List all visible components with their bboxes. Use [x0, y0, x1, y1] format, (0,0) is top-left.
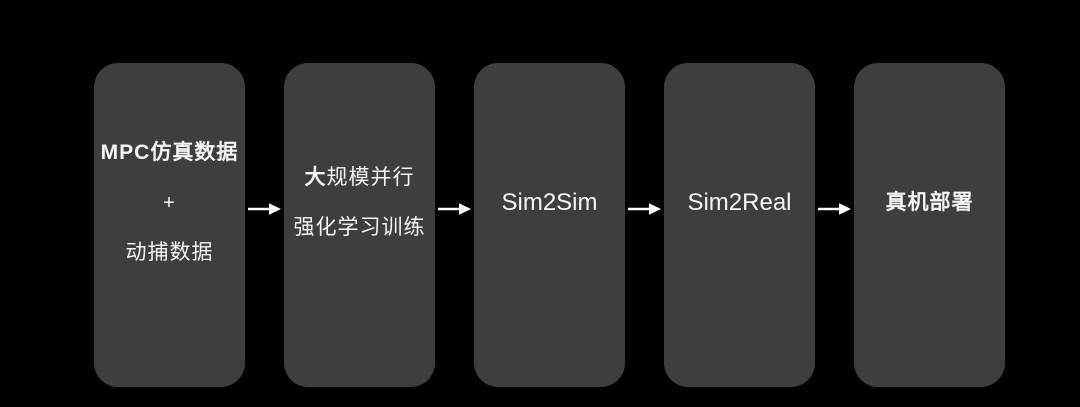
stage-content: 大规模并行 强化学习训练 — [294, 153, 426, 253]
stage-content: Sim2Real — [687, 178, 791, 228]
stage-label-parallel-bold: 大 — [304, 166, 327, 189]
arrow-right-icon — [438, 203, 471, 215]
connector-1 — [245, 63, 284, 387]
stage-label-parallel: 大规模并行 — [294, 153, 426, 203]
arrow-right-icon — [628, 203, 661, 215]
pipeline-flow: MPC仿真数据 + 动捕数据 大规模并行 强化学习训练 — [94, 63, 1005, 387]
stage-content: MPC仿真数据 + 动捕数据 — [101, 128, 239, 278]
stage-content: Sim2Sim — [501, 178, 597, 228]
stage-box-rl-training: 大规模并行 强化学习训练 — [284, 63, 435, 387]
stage-label-mocap-data: 动捕数据 — [125, 241, 214, 264]
arrow-right-icon — [818, 203, 851, 215]
stage-label-mpc-sim-data: MPC仿真数据 — [100, 141, 239, 164]
connector-4 — [815, 63, 854, 387]
plus-sign: + — [163, 192, 176, 214]
stage-label-sim2sim: Sim2Sim — [501, 189, 598, 216]
stage-content: 真机部署 — [886, 178, 974, 228]
stage-label-real-deploy: 真机部署 — [885, 191, 974, 214]
stage-box-sim2real: Sim2Real — [664, 63, 815, 387]
stage-box-sim2sim: Sim2Sim — [474, 63, 625, 387]
connector-2 — [435, 63, 474, 387]
connector-3 — [625, 63, 664, 387]
stage-box-real-deploy: 真机部署 — [854, 63, 1005, 387]
stage-box-data-sources: MPC仿真数据 + 动捕数据 — [94, 63, 245, 387]
stage-label-rl-training: 强化学习训练 — [293, 216, 426, 239]
arrow-right-icon — [248, 203, 281, 215]
stage-label-parallel-rest: 规模并行 — [326, 166, 415, 189]
stage-label-sim2real: Sim2Real — [687, 189, 792, 216]
